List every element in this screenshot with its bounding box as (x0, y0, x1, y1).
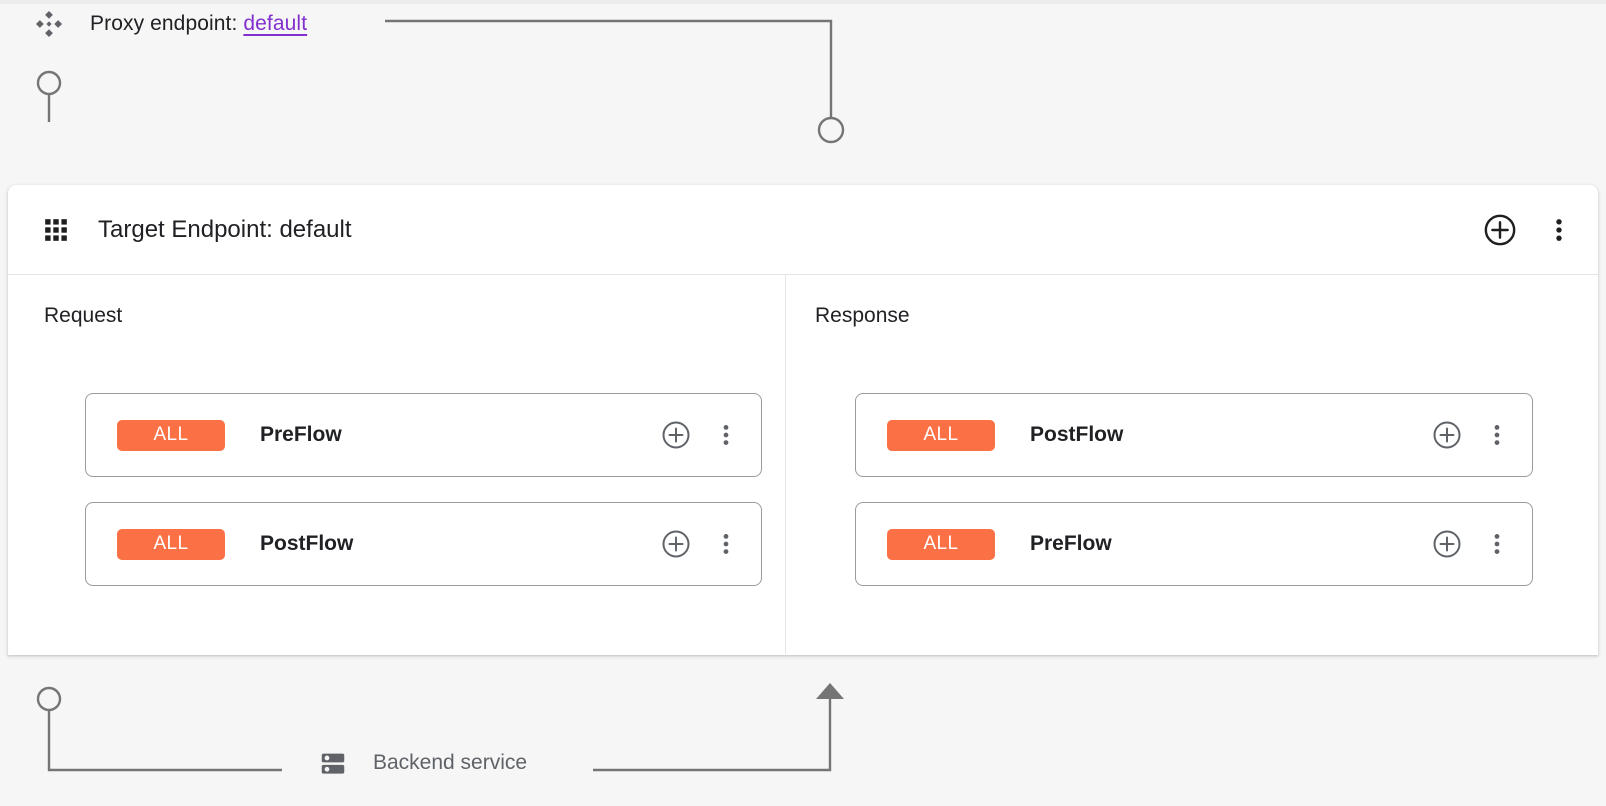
status-badge: ALL (887, 419, 995, 451)
request-column-label: Request (44, 304, 123, 327)
flow-card-request-postflow[interactable]: ALL PostFlow (85, 502, 762, 586)
flow-name: PreFlow (260, 423, 342, 446)
flow-name: PostFlow (260, 532, 354, 555)
proxy-endpoint-link[interactable]: default (243, 12, 308, 35)
flow-name: PreFlow (1030, 532, 1112, 555)
target-endpoint-body: Request ALL PreFlow (8, 275, 1598, 654)
backend-service-node[interactable]: Backend service (318, 748, 527, 778)
status-badge: ALL (117, 419, 225, 451)
flow-name: PostFlow (1030, 423, 1124, 446)
more-vert-icon[interactable] (691, 529, 739, 559)
response-column: Response ALL PostFlow (786, 275, 1598, 654)
target-endpoint-actions (1483, 213, 1573, 247)
apps-grid-icon (8, 217, 69, 243)
flow-actions (661, 420, 739, 450)
page-title: Target Endpoint: default (98, 215, 352, 243)
target-endpoint-header: Target Endpoint: default (8, 185, 1598, 275)
plus-circle-icon[interactable] (1483, 213, 1517, 247)
proxy-endpoint-label: Proxy endpoint: (90, 12, 238, 35)
backend-service-label: Backend service (373, 751, 528, 774)
plus-circle-icon[interactable] (1432, 420, 1462, 450)
flow-actions (1432, 420, 1510, 450)
more-vert-icon[interactable] (1462, 529, 1510, 559)
top-divider (0, 0, 1606, 4)
flow-card-request-preflow[interactable]: ALL PreFlow (85, 393, 762, 477)
plus-circle-icon[interactable] (661, 529, 691, 559)
plus-circle-icon[interactable] (661, 420, 691, 450)
server-stack-icon (318, 748, 348, 778)
flow-card-response-postflow[interactable]: ALL PostFlow (855, 393, 1533, 477)
response-column-label: Response (815, 304, 910, 327)
response-flow-list: ALL PostFlow (855, 393, 1533, 611)
more-vert-icon[interactable] (1517, 213, 1573, 247)
status-badge: ALL (117, 528, 225, 560)
target-endpoint-card: Target Endpoint: default Request (8, 185, 1598, 655)
diamond-cluster-icon (34, 9, 64, 39)
plus-circle-icon[interactable] (1432, 529, 1462, 559)
status-badge: ALL (887, 528, 995, 560)
more-vert-icon[interactable] (691, 420, 739, 450)
flow-actions (661, 529, 739, 559)
flow-actions (1432, 529, 1510, 559)
proxy-endpoint-header: Proxy endpoint: default (34, 6, 307, 42)
request-flow-list: ALL PreFlow (85, 393, 762, 611)
flow-card-response-preflow[interactable]: ALL PreFlow (855, 502, 1533, 586)
request-column: Request ALL PreFlow (8, 275, 786, 654)
more-vert-icon[interactable] (1462, 420, 1510, 450)
proxy-endpoint-text: Proxy endpoint: default (90, 12, 307, 36)
